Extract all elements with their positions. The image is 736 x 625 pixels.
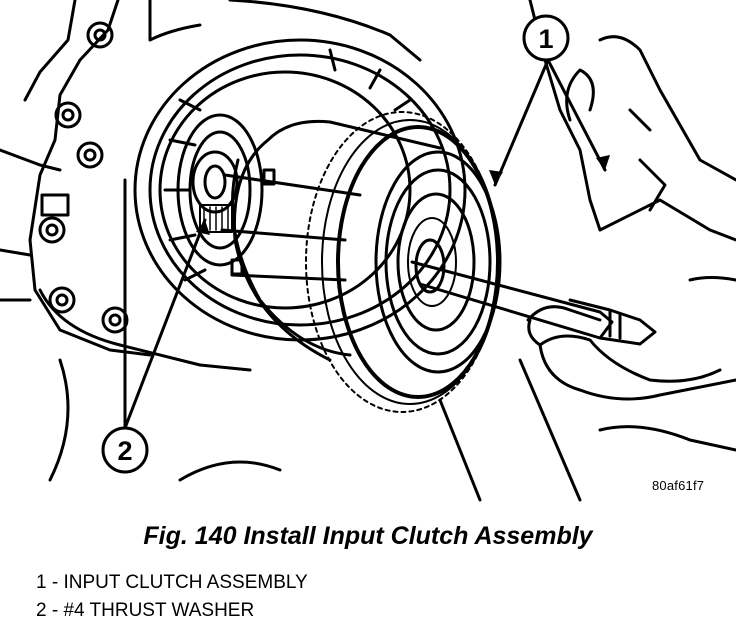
- callout-2-leader: [123, 218, 207, 430]
- clutch-installation-illustration: 1 2: [0, 0, 736, 502]
- figure-reference-code: 80af61f7: [652, 478, 705, 493]
- callout-leaders: [123, 58, 607, 430]
- transmission-case-right: [438, 0, 736, 502]
- callout-2-circle: [101, 426, 149, 474]
- callout-2-arrowhead: [196, 220, 210, 235]
- callout-legend: 1 - INPUT CLUTCH ASSEMBLY 2 - #4 THRUST …: [36, 569, 308, 625]
- input-clutch-assembly: [220, 111, 502, 413]
- callout-1-leader-b: [546, 58, 607, 172]
- callout-1-number: 1: [538, 24, 553, 54]
- callout-2-number: 2: [117, 436, 132, 466]
- installation-tool: [410, 260, 657, 346]
- transmission-case: [0, 0, 422, 482]
- legend-item-2: 2 - #4 THRUST WASHER: [36, 600, 255, 621]
- callout-1-arrowhead-b: [596, 155, 610, 170]
- callout-1-circle: [522, 14, 570, 62]
- technician-hand: [526, 276, 736, 401]
- callout-1-arrowhead-a: [489, 170, 503, 185]
- thrust-washer: [191, 150, 239, 233]
- callout-2: 2: [101, 426, 149, 474]
- figure-caption: Fig. 140 Install Input Clutch Assembly: [143, 522, 593, 550]
- callout-1: 1: [522, 14, 570, 62]
- callout-1-leader-a: [493, 58, 550, 187]
- legend-item-1: 1 - INPUT CLUTCH ASSEMBLY: [36, 572, 308, 593]
- case-bore: [133, 38, 467, 342]
